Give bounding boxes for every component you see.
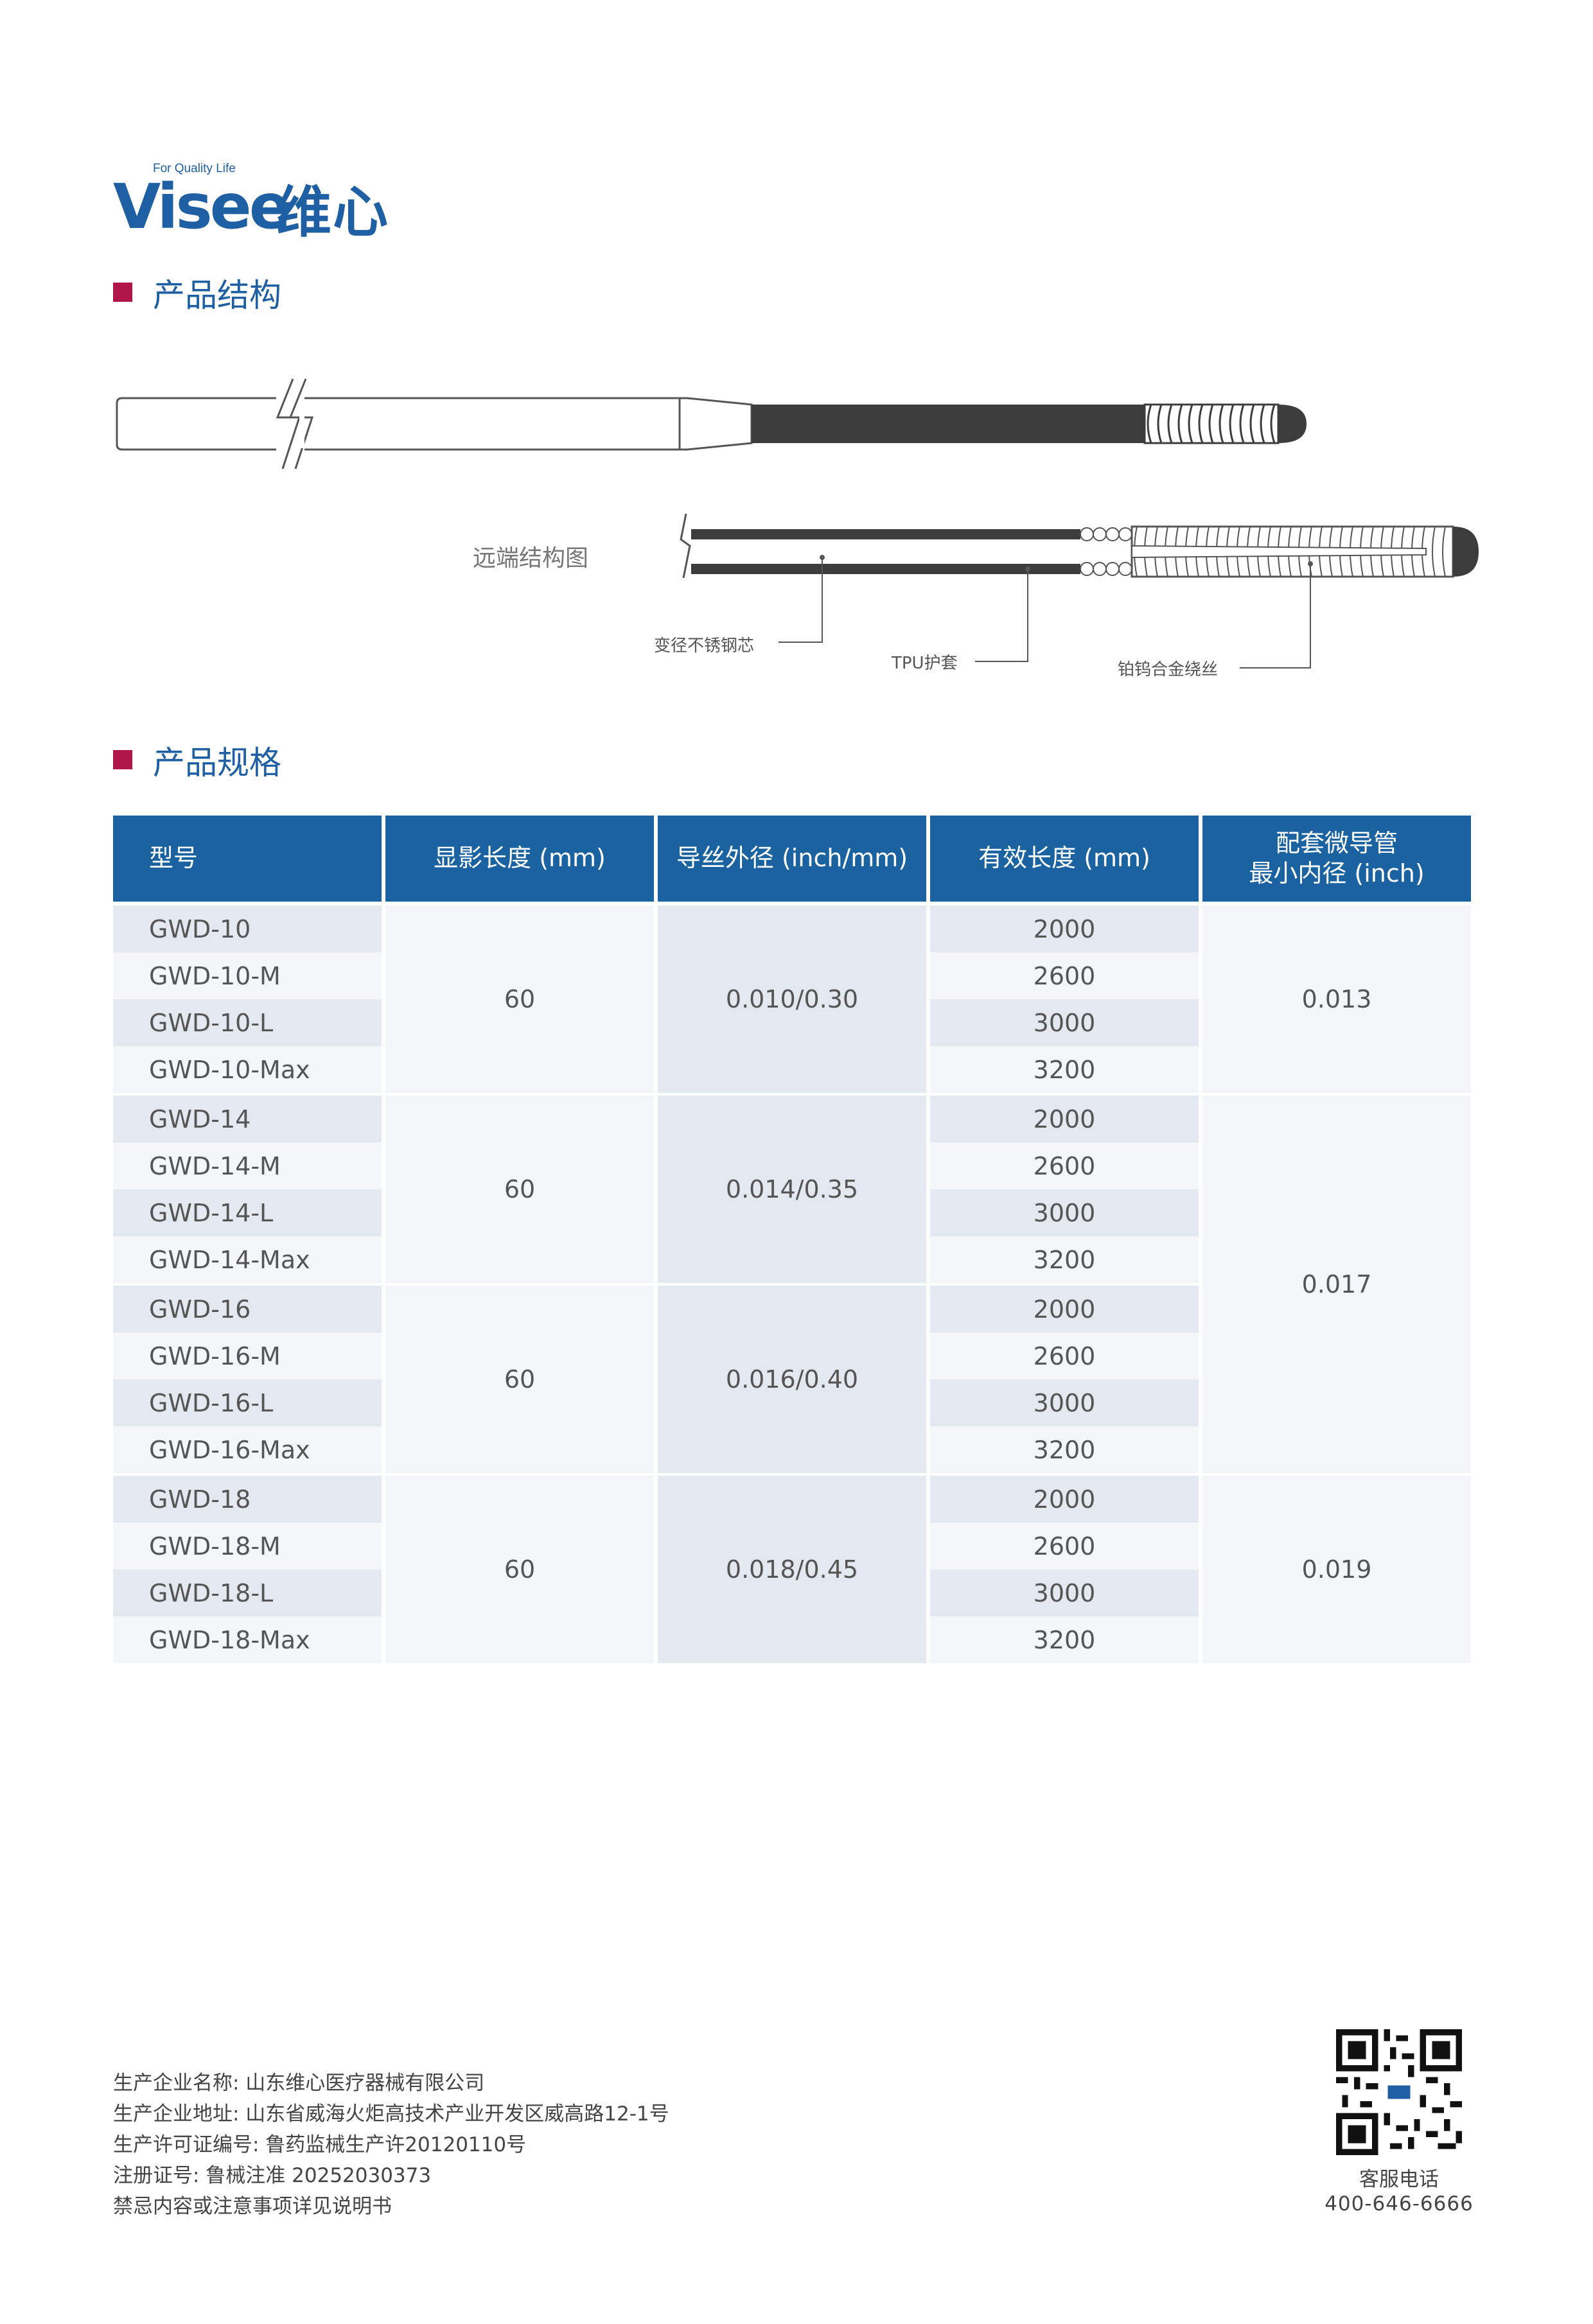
model-cell: GWD-10 bbox=[113, 905, 382, 952]
catheter-id-cell: 0.013 bbox=[1202, 905, 1471, 1093]
effective-length-cell: 2000 bbox=[930, 1093, 1199, 1142]
footer-company-name: 生产企业名称: 山东维心医疗器械有限公司 bbox=[113, 2072, 485, 2095]
table-row: GWD-14 60 0.014/0.35 2000 0.017 bbox=[113, 1093, 1471, 1473]
model-cell: GWD-14-L bbox=[113, 1189, 382, 1236]
model-cell: GWD-16-Max bbox=[113, 1426, 382, 1473]
callout-jacket: TPU护套 bbox=[892, 654, 958, 673]
effective-length-cell: 2600 bbox=[930, 1332, 1199, 1379]
effective-length-cell: 3200 bbox=[930, 1426, 1199, 1473]
radiopaque-length-cell: 60 bbox=[385, 905, 654, 1093]
effective-length-cell: 3000 bbox=[930, 1189, 1199, 1236]
distal-structure-label: 远端结构图 bbox=[473, 545, 589, 572]
table-row: GWD-18-M 2600 bbox=[113, 1523, 1471, 1569]
header-effective-length: 有效长度 (mm) bbox=[930, 816, 1199, 905]
model-cell: GWD-14 bbox=[113, 1093, 382, 1142]
model-cell: GWD-14-Max bbox=[113, 1236, 382, 1283]
table-row: GWD-10 60 0.010/0.30 2000 0.013 bbox=[113, 905, 1471, 1093]
effective-length-cell: 2000 bbox=[930, 905, 1199, 952]
footer-info: 生产企业名称: 山东维心医疗器械有限公司 生产企业地址: 山东省威海火炬高技术产… bbox=[113, 2068, 669, 2222]
table-row: GWD-16 60 0.016/0.40 2000 bbox=[113, 1283, 1471, 1473]
effective-length-cell: 3200 bbox=[930, 1046, 1199, 1093]
model-cell: GWD-18-Max bbox=[113, 1616, 382, 1663]
table-row: GWD-16-L 3000 bbox=[113, 1379, 1471, 1426]
header-catheter-id: 配套微导管 最小内径 (inch) bbox=[1202, 816, 1471, 905]
coil-drawing bbox=[1143, 403, 1307, 444]
section-title-structure: 产品结构 bbox=[153, 277, 281, 314]
model-cell: GWD-10-L bbox=[113, 999, 382, 1046]
guidewire-overview-drawing bbox=[116, 378, 1307, 469]
model-cell: GWD-16 bbox=[113, 1283, 382, 1332]
model-cell: GWD-18-M bbox=[113, 1523, 382, 1569]
customer-service-phone[interactable]: 400-646-6666 bbox=[1325, 2192, 1474, 2215]
table-row: GWD-10-M 2600 bbox=[113, 952, 1471, 999]
effective-length-cell: 2600 bbox=[930, 952, 1199, 999]
callout-coil: 铂钨合金绕丝 bbox=[1118, 660, 1219, 679]
effective-length-cell: 3000 bbox=[930, 1379, 1199, 1426]
table-row: GWD-14-Max 3200 bbox=[113, 1236, 1471, 1283]
table-row: GWD-16-Max 3200 bbox=[113, 1426, 1471, 1473]
table-row: GWD-14-M 2600 bbox=[113, 1142, 1471, 1189]
effective-length-cell: 3000 bbox=[930, 999, 1199, 1046]
model-cell: GWD-16-M bbox=[113, 1332, 382, 1379]
table-row: GWD-10-L 3000 bbox=[113, 999, 1471, 1046]
wire-od-cell: 0.010/0.30 bbox=[658, 905, 926, 1093]
header-wire-od: 导丝外径 (inch/mm) bbox=[658, 816, 926, 905]
table-row: GWD-14-L 3000 bbox=[113, 1189, 1471, 1236]
table-header-row: 型号 显影长度 (mm) 导丝外径 (inch/mm) 有效长度 (mm) 配套… bbox=[113, 816, 1471, 905]
header-catheter-id-line2: 最小内径 (inch) bbox=[1249, 859, 1425, 887]
wire-od-cell: 0.018/0.45 bbox=[658, 1473, 926, 1663]
table-row: GWD-16-M 2600 bbox=[113, 1332, 1471, 1379]
section-marker-icon bbox=[113, 283, 132, 302]
table-row: GWD-18-Max 3200 bbox=[113, 1616, 1471, 1663]
footer-company-address: 生产企业地址: 山东省威海火炬高技术产业开发区威高路12-1号 bbox=[113, 2102, 669, 2126]
brand-tagline: For Quality Life bbox=[153, 162, 236, 175]
model-cell: GWD-18 bbox=[113, 1473, 382, 1523]
header-catheter-id-line1: 配套微导管 bbox=[1275, 828, 1398, 857]
callout-core: 变径不锈钢芯 bbox=[654, 636, 755, 656]
wire-od-cell: 0.016/0.40 bbox=[658, 1283, 926, 1473]
model-cell: GWD-10-M bbox=[113, 952, 382, 999]
section-marker-icon bbox=[113, 750, 132, 769]
table-row: GWD-18-L 3000 bbox=[113, 1569, 1471, 1616]
model-cell: GWD-16-L bbox=[113, 1379, 382, 1426]
radiopaque-length-cell: 60 bbox=[385, 1093, 654, 1283]
section-title-spec: 产品规格 bbox=[153, 744, 281, 782]
model-cell: GWD-18-L bbox=[113, 1569, 382, 1616]
footer-registration-number: 注册证号: 鲁械注准 20252030373 bbox=[113, 2164, 432, 2187]
table-row: GWD-18 60 0.018/0.45 2000 0.019 bbox=[113, 1473, 1471, 1663]
effective-length-cell: 2600 bbox=[930, 1523, 1199, 1569]
brand-logo: For Quality Life Visee 维心 bbox=[113, 152, 389, 245]
effective-length-cell: 3200 bbox=[930, 1616, 1199, 1663]
model-cell: GWD-10-Max bbox=[113, 1046, 382, 1093]
effective-length-cell: 3200 bbox=[930, 1236, 1199, 1283]
spec-table: 型号 显影长度 (mm) 导丝外径 (inch/mm) 有效长度 (mm) 配套… bbox=[109, 816, 1475, 1663]
effective-length-cell: 3000 bbox=[930, 1569, 1199, 1616]
customer-service-label: 客服电话 bbox=[1359, 2168, 1439, 2191]
footer-contraindication-note: 禁忌内容或注意事项详见说明书 bbox=[113, 2195, 392, 2218]
catheter-id-cell: 0.017 bbox=[1202, 1093, 1471, 1473]
effective-length-cell: 2000 bbox=[930, 1473, 1199, 1523]
model-cell: GWD-14-M bbox=[113, 1142, 382, 1189]
brand-chinese-name: 维心 bbox=[276, 180, 389, 245]
header-radiopaque-length: 显影长度 (mm) bbox=[385, 816, 654, 905]
effective-length-cell: 2600 bbox=[930, 1142, 1199, 1189]
footer-production-license: 生产许可证编号: 鲁药监械生产许20120110号 bbox=[113, 2133, 527, 2156]
qr-code-icon[interactable] bbox=[1336, 2029, 1462, 2155]
effective-length-cell: 2000 bbox=[930, 1283, 1199, 1332]
radiopaque-length-cell: 60 bbox=[385, 1283, 654, 1473]
radiopaque-length-cell: 60 bbox=[385, 1473, 654, 1663]
catheter-id-cell: 0.019 bbox=[1202, 1473, 1471, 1663]
brand-wordmark: Visee bbox=[113, 171, 291, 243]
header-model: 型号 bbox=[113, 816, 382, 905]
table-row: GWD-10-Max 3200 bbox=[113, 1046, 1471, 1093]
guidewire-distal-drawing bbox=[680, 513, 1479, 668]
wire-od-cell: 0.014/0.35 bbox=[658, 1093, 926, 1283]
